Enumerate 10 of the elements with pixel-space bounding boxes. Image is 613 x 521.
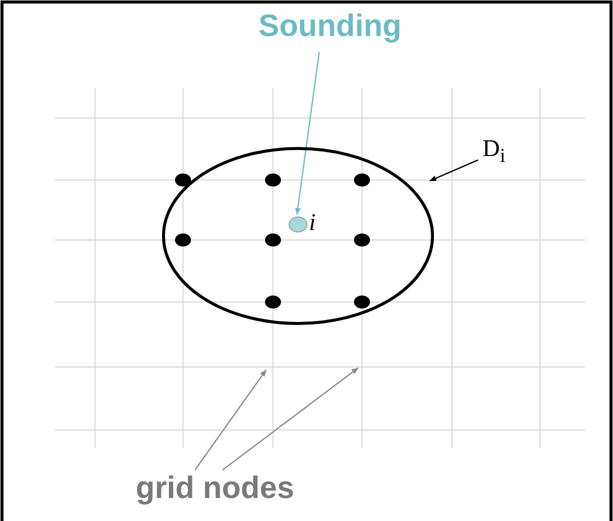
leader-line — [295, 52, 320, 215]
leader-line — [222, 367, 359, 471]
leader-line — [429, 159, 478, 182]
callout-label: grid nodes — [90, 470, 340, 514]
sounding-point — [288, 216, 308, 233]
region-label: D$_{i}$ — [474, 136, 514, 166]
point-label: i — [309, 210, 316, 237]
leader-line — [194, 369, 267, 470]
region-ellipse — [162, 147, 434, 325]
callout-label: Sounding — [240, 8, 420, 52]
